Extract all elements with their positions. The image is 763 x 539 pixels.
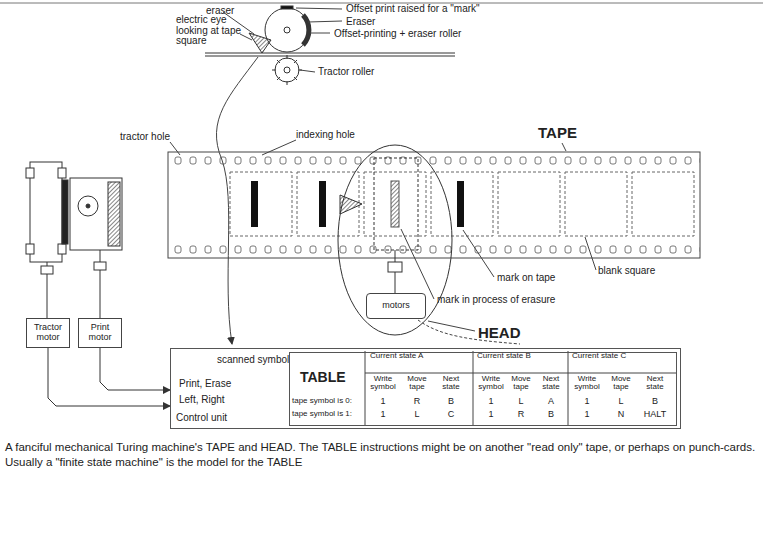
part-label: Offset print raised for a "mark": [346, 3, 480, 15]
table-cell: 1: [572, 409, 602, 419]
part-label: Eraser: [346, 16, 375, 28]
table-cell: tape symbol is 0:: [292, 396, 352, 405]
part-label: TAPE: [538, 124, 577, 141]
table-cell: tape symbol is 1:: [292, 409, 352, 418]
table-cell: 1: [476, 409, 506, 419]
print-roller: [265, 6, 309, 52]
part-label: mark in process of erasure: [437, 294, 555, 306]
part-label: mark on tape: [497, 272, 555, 284]
table-cell: Current state C: [572, 352, 632, 360]
table-cell: R: [402, 396, 432, 406]
table-cell: Current state A: [370, 352, 430, 360]
control-wire: [48, 348, 170, 406]
node-label: Control unit: [176, 412, 227, 423]
table-cell: 1: [368, 409, 398, 419]
part-label: tractor hole: [120, 131, 170, 143]
table-cell: Write symbol: [368, 375, 398, 392]
print-motor-drawing: [70, 178, 122, 318]
node-label: Print, Erase: [179, 378, 231, 389]
table-cell: B: [640, 396, 670, 406]
table-cell: B: [536, 409, 566, 419]
part-label: indexing hole: [296, 129, 355, 141]
table-cell: 1: [476, 396, 506, 406]
table-cell: Next state: [536, 375, 566, 392]
table-cell: HALT: [640, 409, 670, 419]
table-cell: Next state: [436, 375, 466, 392]
part-label: Tractor roller: [318, 66, 374, 78]
table-cell: 1: [368, 396, 398, 406]
node-label: Left, Right: [179, 394, 225, 405]
head-motor-box: motors: [366, 293, 426, 319]
table-cell: C: [436, 409, 466, 419]
electric-eye: [249, 33, 271, 53]
table-cell: L: [402, 409, 432, 419]
table-grid: [365, 351, 676, 425]
table-cell: L: [606, 396, 636, 406]
tape: [168, 152, 700, 258]
table-cell: Move tape: [402, 375, 432, 392]
node-label: TABLE: [300, 369, 346, 385]
table-cell: Current state B: [477, 352, 537, 360]
node-label: motors: [382, 301, 410, 311]
table-cell: L: [506, 396, 536, 406]
table-cell: Move tape: [506, 375, 536, 392]
node-label: Print motor: [81, 323, 119, 343]
print-plate: [205, 53, 455, 56]
head-outline: [338, 145, 452, 335]
table-cell: Write symbol: [476, 375, 506, 392]
tractor-motor-drawing: [26, 162, 68, 318]
control-wire: [100, 348, 170, 390]
part-label: HEAD: [478, 324, 521, 341]
leader-lines: [170, 8, 596, 344]
caption: A fanciful mechanical Turing machine's T…: [5, 440, 757, 470]
table-cell: Next state: [640, 375, 670, 392]
table-cell: A: [536, 396, 566, 406]
table-cell: B: [436, 396, 466, 406]
part-label: Offset-printing + eraser roller: [334, 28, 461, 40]
part-label: electric eye looking at tape square: [176, 15, 254, 47]
table-cell: N: [606, 409, 636, 419]
motor-box: Tractor motor: [26, 318, 70, 348]
table-cell: Write symbol: [572, 375, 602, 392]
control-unit-box: scanned symbolPrint, EraseLeft, RightCon…: [170, 348, 681, 429]
part-label: blank square: [598, 265, 655, 277]
table-cell: R: [506, 409, 536, 419]
motor-box: Print motor: [78, 318, 122, 348]
node-label: scanned symbol: [217, 354, 289, 365]
node-label: Tractor motor: [29, 323, 67, 343]
table-cell: 1: [572, 396, 602, 406]
table-cell: Move tape: [606, 375, 636, 392]
tractor-roller: [272, 55, 302, 85]
